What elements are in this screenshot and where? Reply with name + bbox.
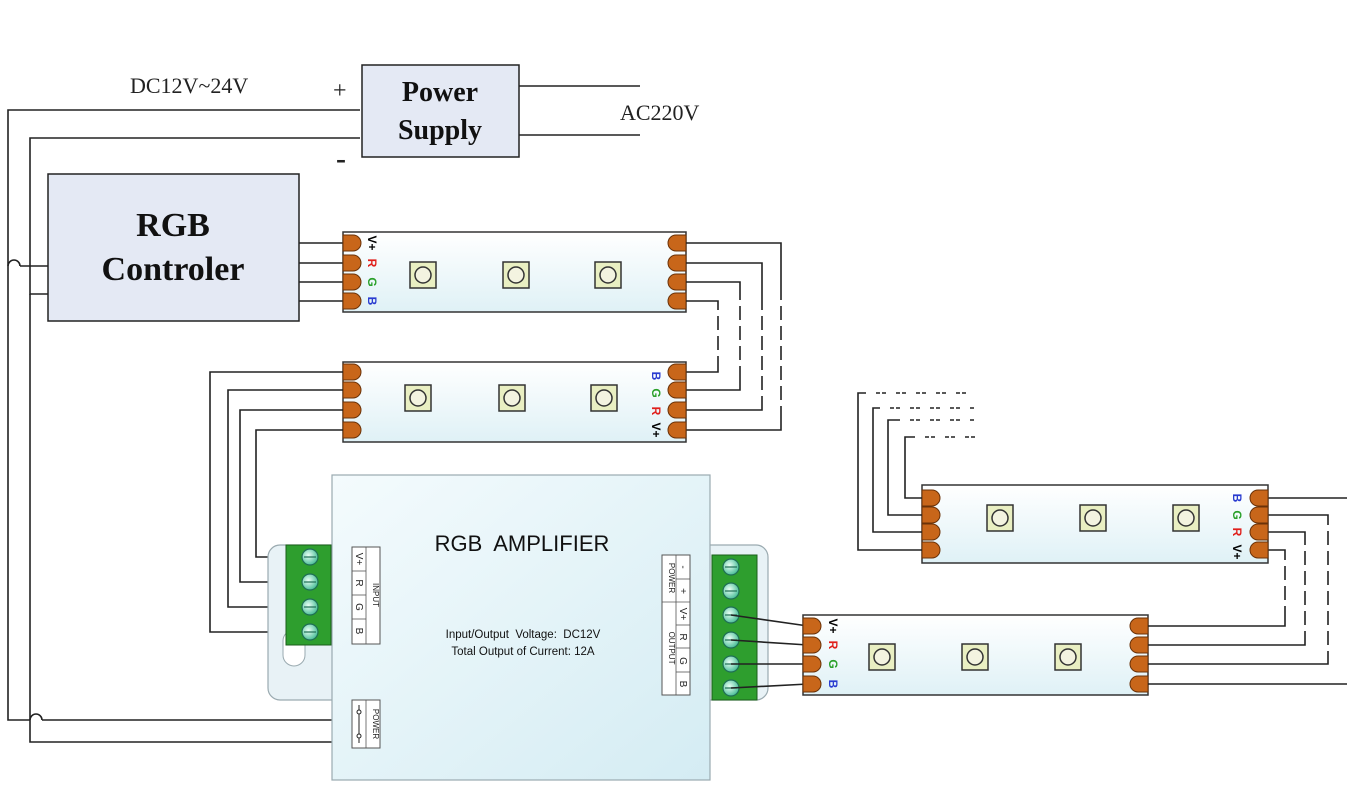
strip1-to-strip2-wires — [686, 242, 782, 431]
amp-output-pin-r: R — [677, 633, 688, 640]
minus-label: - — [336, 142, 346, 175]
controller-to-strip1-wires — [299, 242, 345, 302]
strip2-pin-b: B — [649, 372, 663, 381]
amp-input-pin-g: G — [353, 603, 364, 611]
power-supply-label-2: Supply — [398, 115, 482, 146]
plus-label: + — [333, 78, 347, 104]
strip2-pin-g: G — [649, 388, 663, 397]
ac-voltage-label: AC220V — [620, 100, 700, 125]
led-strip-3: V+ R G B — [802, 614, 1149, 696]
amp-output-pin-b: B — [677, 681, 688, 688]
strip1-pin-b: B — [365, 297, 379, 306]
amp-output-connector — [711, 554, 758, 701]
strip3-pin-r: R — [826, 641, 840, 650]
amp-input-pin-r: R — [353, 579, 364, 586]
strip1-pin-g: G — [365, 277, 379, 286]
amplifier-spec-2: Total Output of Current: 12A — [451, 646, 595, 658]
controller-label-2: Controler — [102, 251, 245, 288]
rgb-controller: RGB Controler — [47, 173, 300, 322]
strip4-pin-vplus: V+ — [1230, 544, 1244, 559]
strip1-pin-vplus: V+ — [365, 235, 379, 250]
controller-label-1: RGB — [136, 207, 210, 244]
amp-input-pin-b: B — [353, 628, 364, 635]
strip1-pin-r: R — [365, 259, 379, 268]
strip2-pin-vplus: V+ — [649, 422, 663, 437]
led-strip-1: V+ R G B — [342, 231, 687, 313]
amp-output-pin-g: G — [677, 657, 688, 665]
amp-to-strip3-wires — [730, 614, 809, 689]
strip4-pin-r: R — [1230, 528, 1244, 537]
amp-power-label: POWER — [667, 563, 676, 593]
strip4-pin-b: B — [1230, 494, 1244, 503]
strip3-pin-g: G — [826, 659, 840, 668]
strip1-to-strip2-breaks — [716, 300, 783, 420]
led-strip-2: B G R V+ — [342, 361, 687, 443]
amp-input-connector — [285, 544, 332, 646]
rgb-amplifier: RGB AMPLIFIER Input/Output Voltage: DC12… — [267, 474, 769, 781]
amp-input-label: INPUT — [371, 583, 380, 607]
amp-output-label: OUTPUT — [667, 632, 676, 665]
amplifier-title: RGB AMPLIFIER — [435, 531, 610, 556]
strip3-pin-b: B — [826, 680, 840, 689]
power-supply-label-1: Power — [402, 77, 478, 108]
strip3-to-strip4-breaks — [1283, 525, 1330, 658]
amp-power-pin-minus: - — [677, 565, 688, 568]
strip4-continuation-breaks — [866, 391, 975, 439]
power-wires — [7, 85, 640, 743]
led-strip-4: B G R V+ — [921, 484, 1269, 564]
amp-power-pin-plus: + — [677, 588, 688, 594]
strip3-pin-vplus: V+ — [826, 618, 840, 633]
amplifier-spec-1: Input/Output Voltage: DC12V — [446, 629, 601, 641]
strip2-pin-r: R — [649, 407, 663, 416]
dc-voltage-label: DC12V~24V — [130, 73, 248, 98]
amp-power-jack-label: POWER — [371, 709, 380, 739]
amp-power-jack-block: POWER — [351, 699, 381, 749]
strip4-pin-g: G — [1230, 510, 1244, 519]
power-supply: Power Supply — [361, 64, 520, 158]
amp-input-label-block: INPUT V+ R G B — [351, 546, 381, 645]
amp-output-label-block: POWER OUTPUT - + V+ R G B — [661, 554, 691, 696]
amp-output-pin-vplus: V+ — [677, 608, 688, 621]
amp-input-pin-vplus: V+ — [353, 553, 364, 566]
